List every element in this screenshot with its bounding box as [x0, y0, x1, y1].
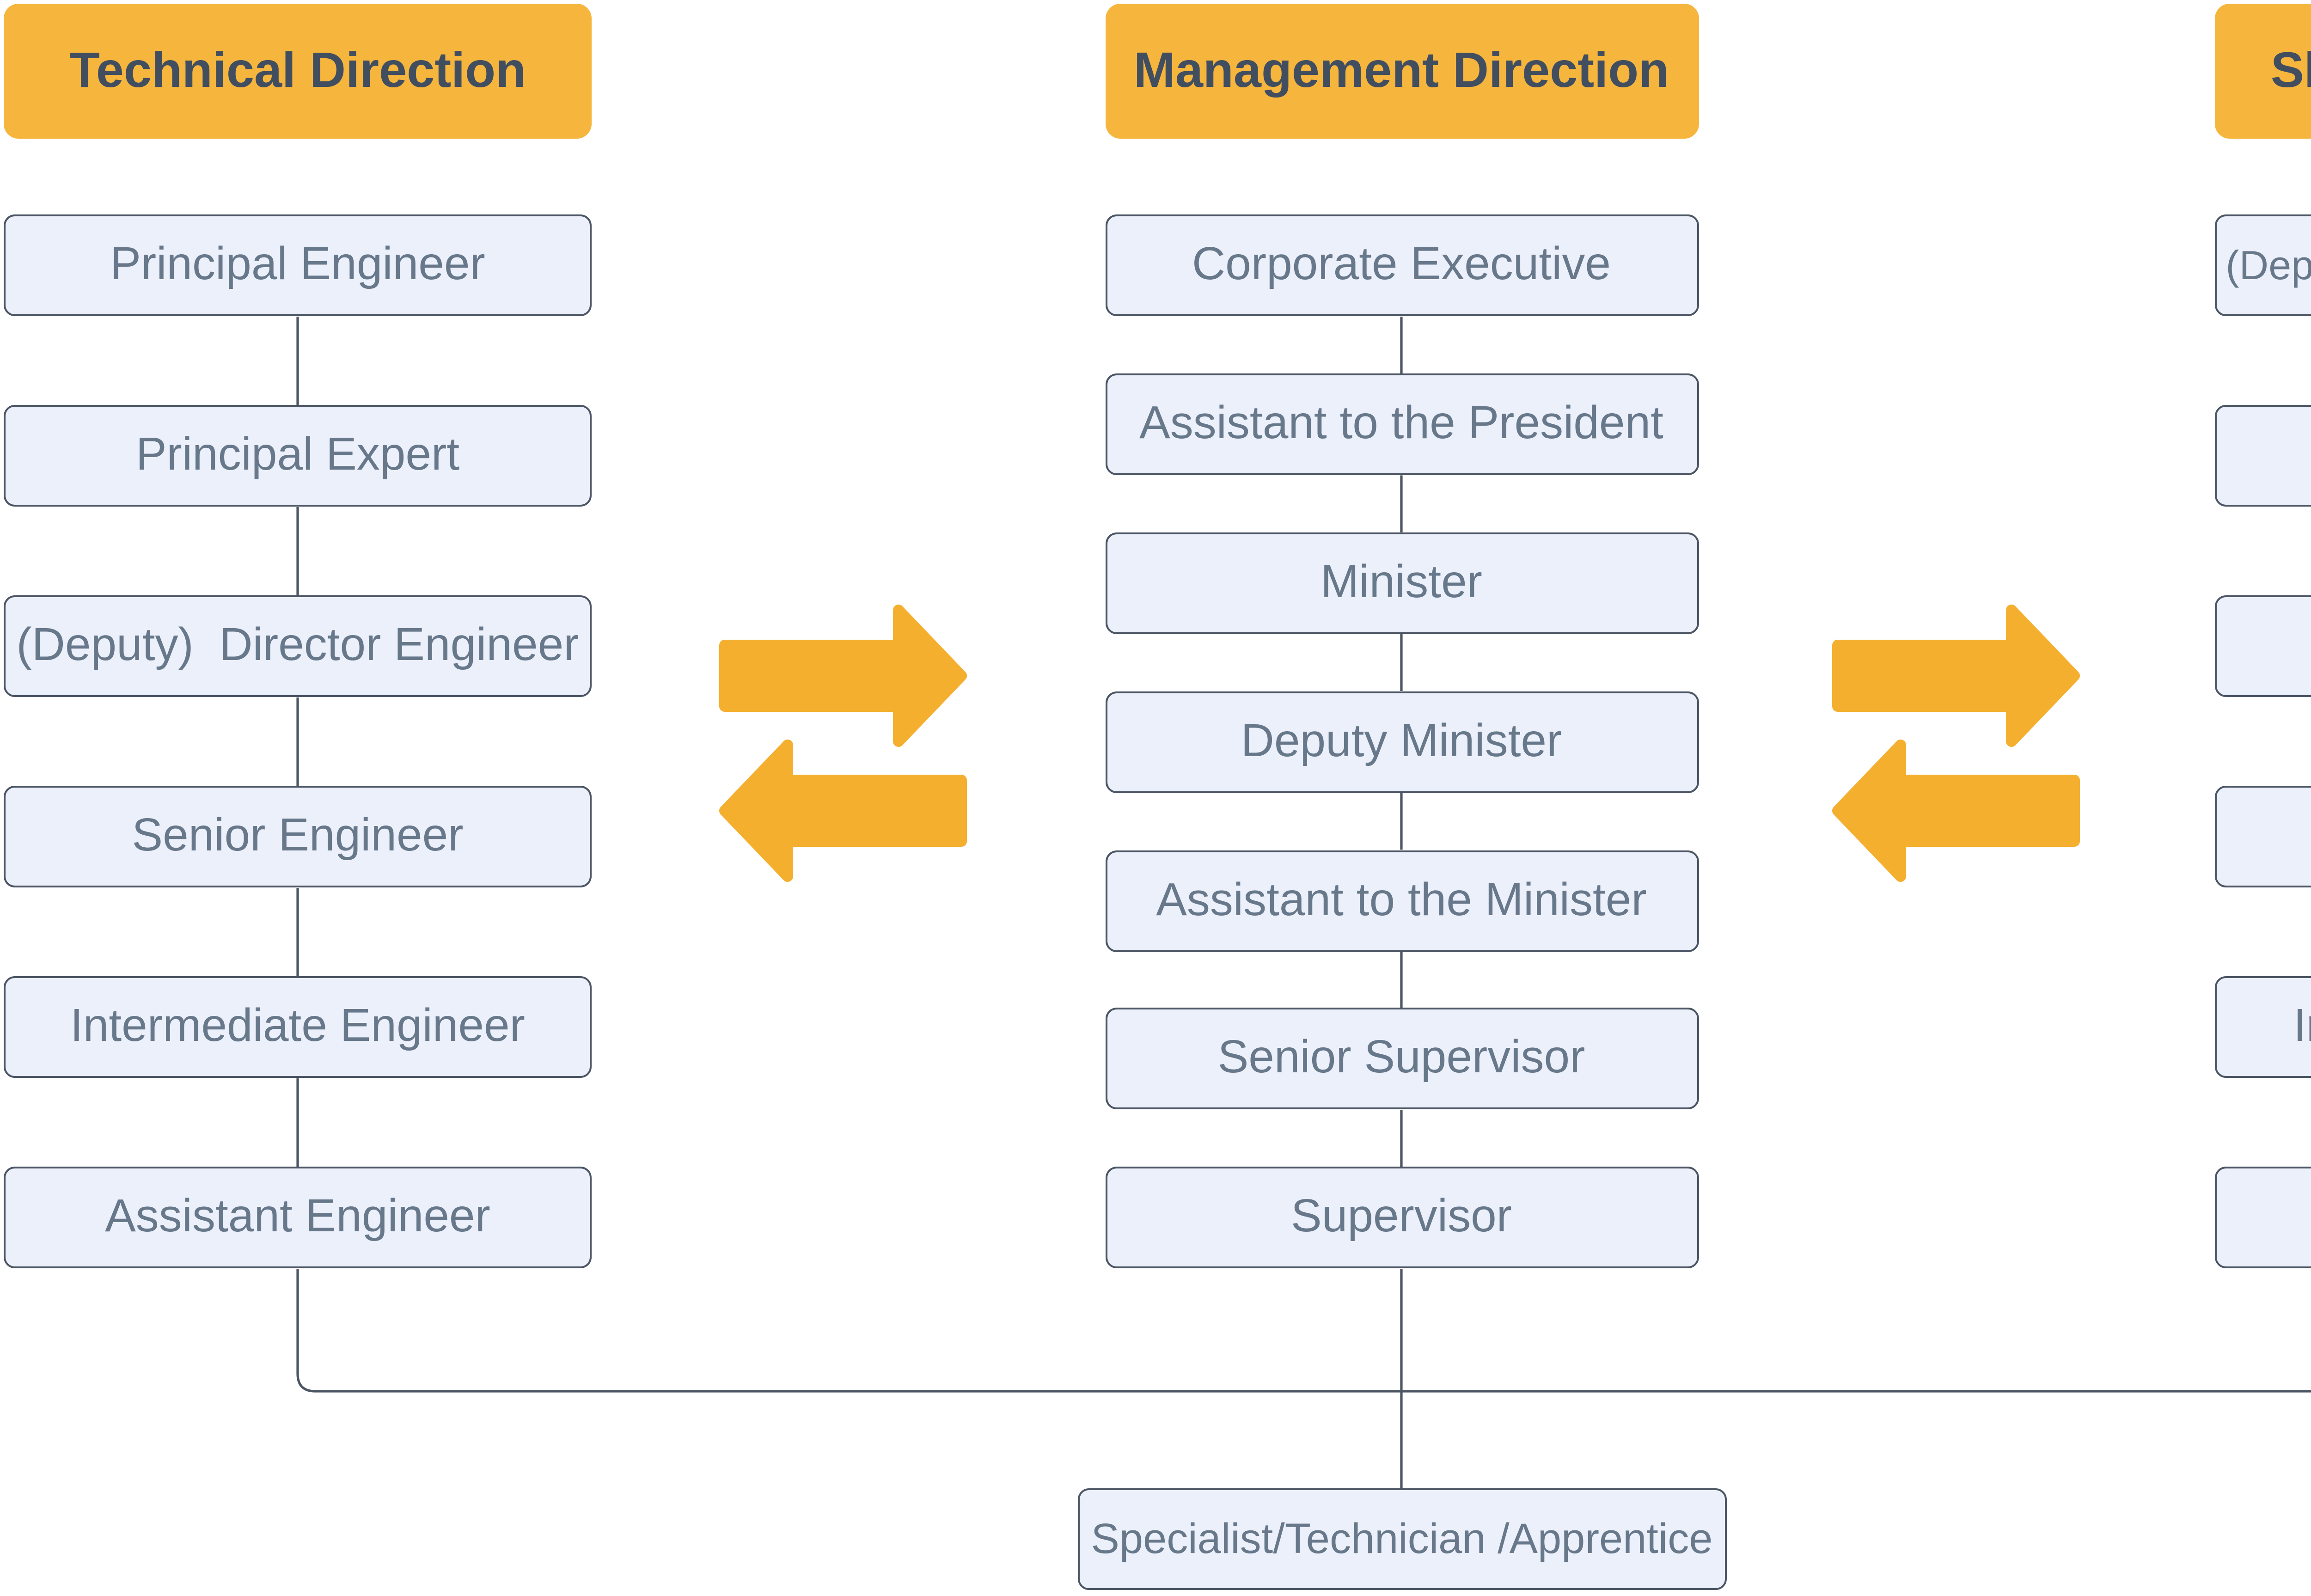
- node-corporate-executive-label: Corporate Executive: [1192, 239, 1611, 291]
- arrow-right-icon: [1832, 604, 2080, 746]
- swap-arrows-left: [719, 604, 967, 881]
- header-management-direction: Management Direction: [1105, 4, 1698, 139]
- node-deputy-supervisor-technician: (Deputy) Supervisor Technician: [2215, 215, 2311, 317]
- node-principal-expert: Principal Expert: [4, 405, 592, 507]
- node-deputy-supervisor-technician-label: (Deputy) Supervisor Technician: [2225, 242, 2311, 288]
- node-principal-expert-label: Principal Expert: [135, 429, 460, 481]
- node-assistant-engineer-label: Assistant Engineer: [105, 1191, 490, 1243]
- header-technical-direction: Technical Direction: [4, 4, 592, 139]
- header-skill-level-direction: Skill Level Direction: [2215, 4, 2311, 139]
- node-principal-engineer-label: Principal Engineer: [110, 239, 485, 291]
- node-deputy-director-engineer-label: (Deputy) Director Engineer: [16, 620, 579, 672]
- swap-arrows-right: [1832, 604, 2080, 881]
- node-assistant-to-the-minister-label: Assistant to the Minister: [1156, 874, 1647, 926]
- node-junior-laborer: Junior Laborer: [2215, 1167, 2311, 1269]
- node-corporate-executive: Corporate Executive: [1105, 215, 1698, 317]
- node-assistant-to-the-president: Assistant to the President: [1105, 373, 1698, 476]
- arrow-left-icon: [719, 739, 967, 881]
- node-assistant-engineer: Assistant Engineer: [4, 1167, 592, 1269]
- node-specialist-technician-apprentice-label: Specialist/Technician /Apprentice: [1091, 1514, 1713, 1562]
- node-deputy-director-engineer: (Deputy) Director Engineer: [4, 596, 592, 697]
- node-senior-supervisor: Senior Supervisor: [1105, 1008, 1698, 1110]
- header-skill-level-direction-label: Skill Level Direction: [2270, 43, 2311, 98]
- header-management-direction-label: Management Direction: [1133, 43, 1669, 98]
- node-deputy-minister-label: Deputy Minister: [1241, 715, 1562, 767]
- node-senior-technician: Senior Technician: [2215, 405, 2311, 507]
- node-intermediate-engineer: Intermediate Engineer: [4, 977, 592, 1078]
- node-specialist-technician-apprentice: Specialist/Technician /Apprentice: [1078, 1488, 1726, 1590]
- node-supervisor: Supervisor: [1105, 1167, 1698, 1269]
- node-senior-laborer: Senior Laborer: [2215, 786, 2311, 888]
- node-principal-engineer: Principal Engineer: [4, 215, 592, 317]
- node-senior-supervisor-label: Senior Supervisor: [1217, 1032, 1585, 1084]
- node-deputy-minister: Deputy Minister: [1105, 691, 1698, 793]
- node-technician: Technician: [2215, 596, 2311, 697]
- node-intermediate-engineer-label: Intermediate Engineer: [70, 1001, 525, 1052]
- node-minister: Minister: [1105, 532, 1698, 634]
- node-assistant-to-the-president-label: Assistant to the President: [1139, 397, 1663, 450]
- node-senior-engineer: Senior Engineer: [4, 786, 592, 888]
- node-assistant-to-the-minister: Assistant to the Minister: [1105, 850, 1698, 952]
- arrow-right-icon: [719, 604, 967, 746]
- header-technical-direction-label: Technical Direction: [69, 43, 526, 98]
- node-intermediate-laborer: Intermediate Laborer: [2215, 977, 2311, 1078]
- node-intermediate-laborer-label: Intermediate Laborer: [2293, 1001, 2311, 1052]
- node-senior-engineer-label: Senior Engineer: [132, 810, 464, 862]
- arrow-left-icon: [1832, 739, 2080, 881]
- node-minister-label: Minister: [1320, 556, 1482, 608]
- node-supervisor-label: Supervisor: [1291, 1191, 1512, 1243]
